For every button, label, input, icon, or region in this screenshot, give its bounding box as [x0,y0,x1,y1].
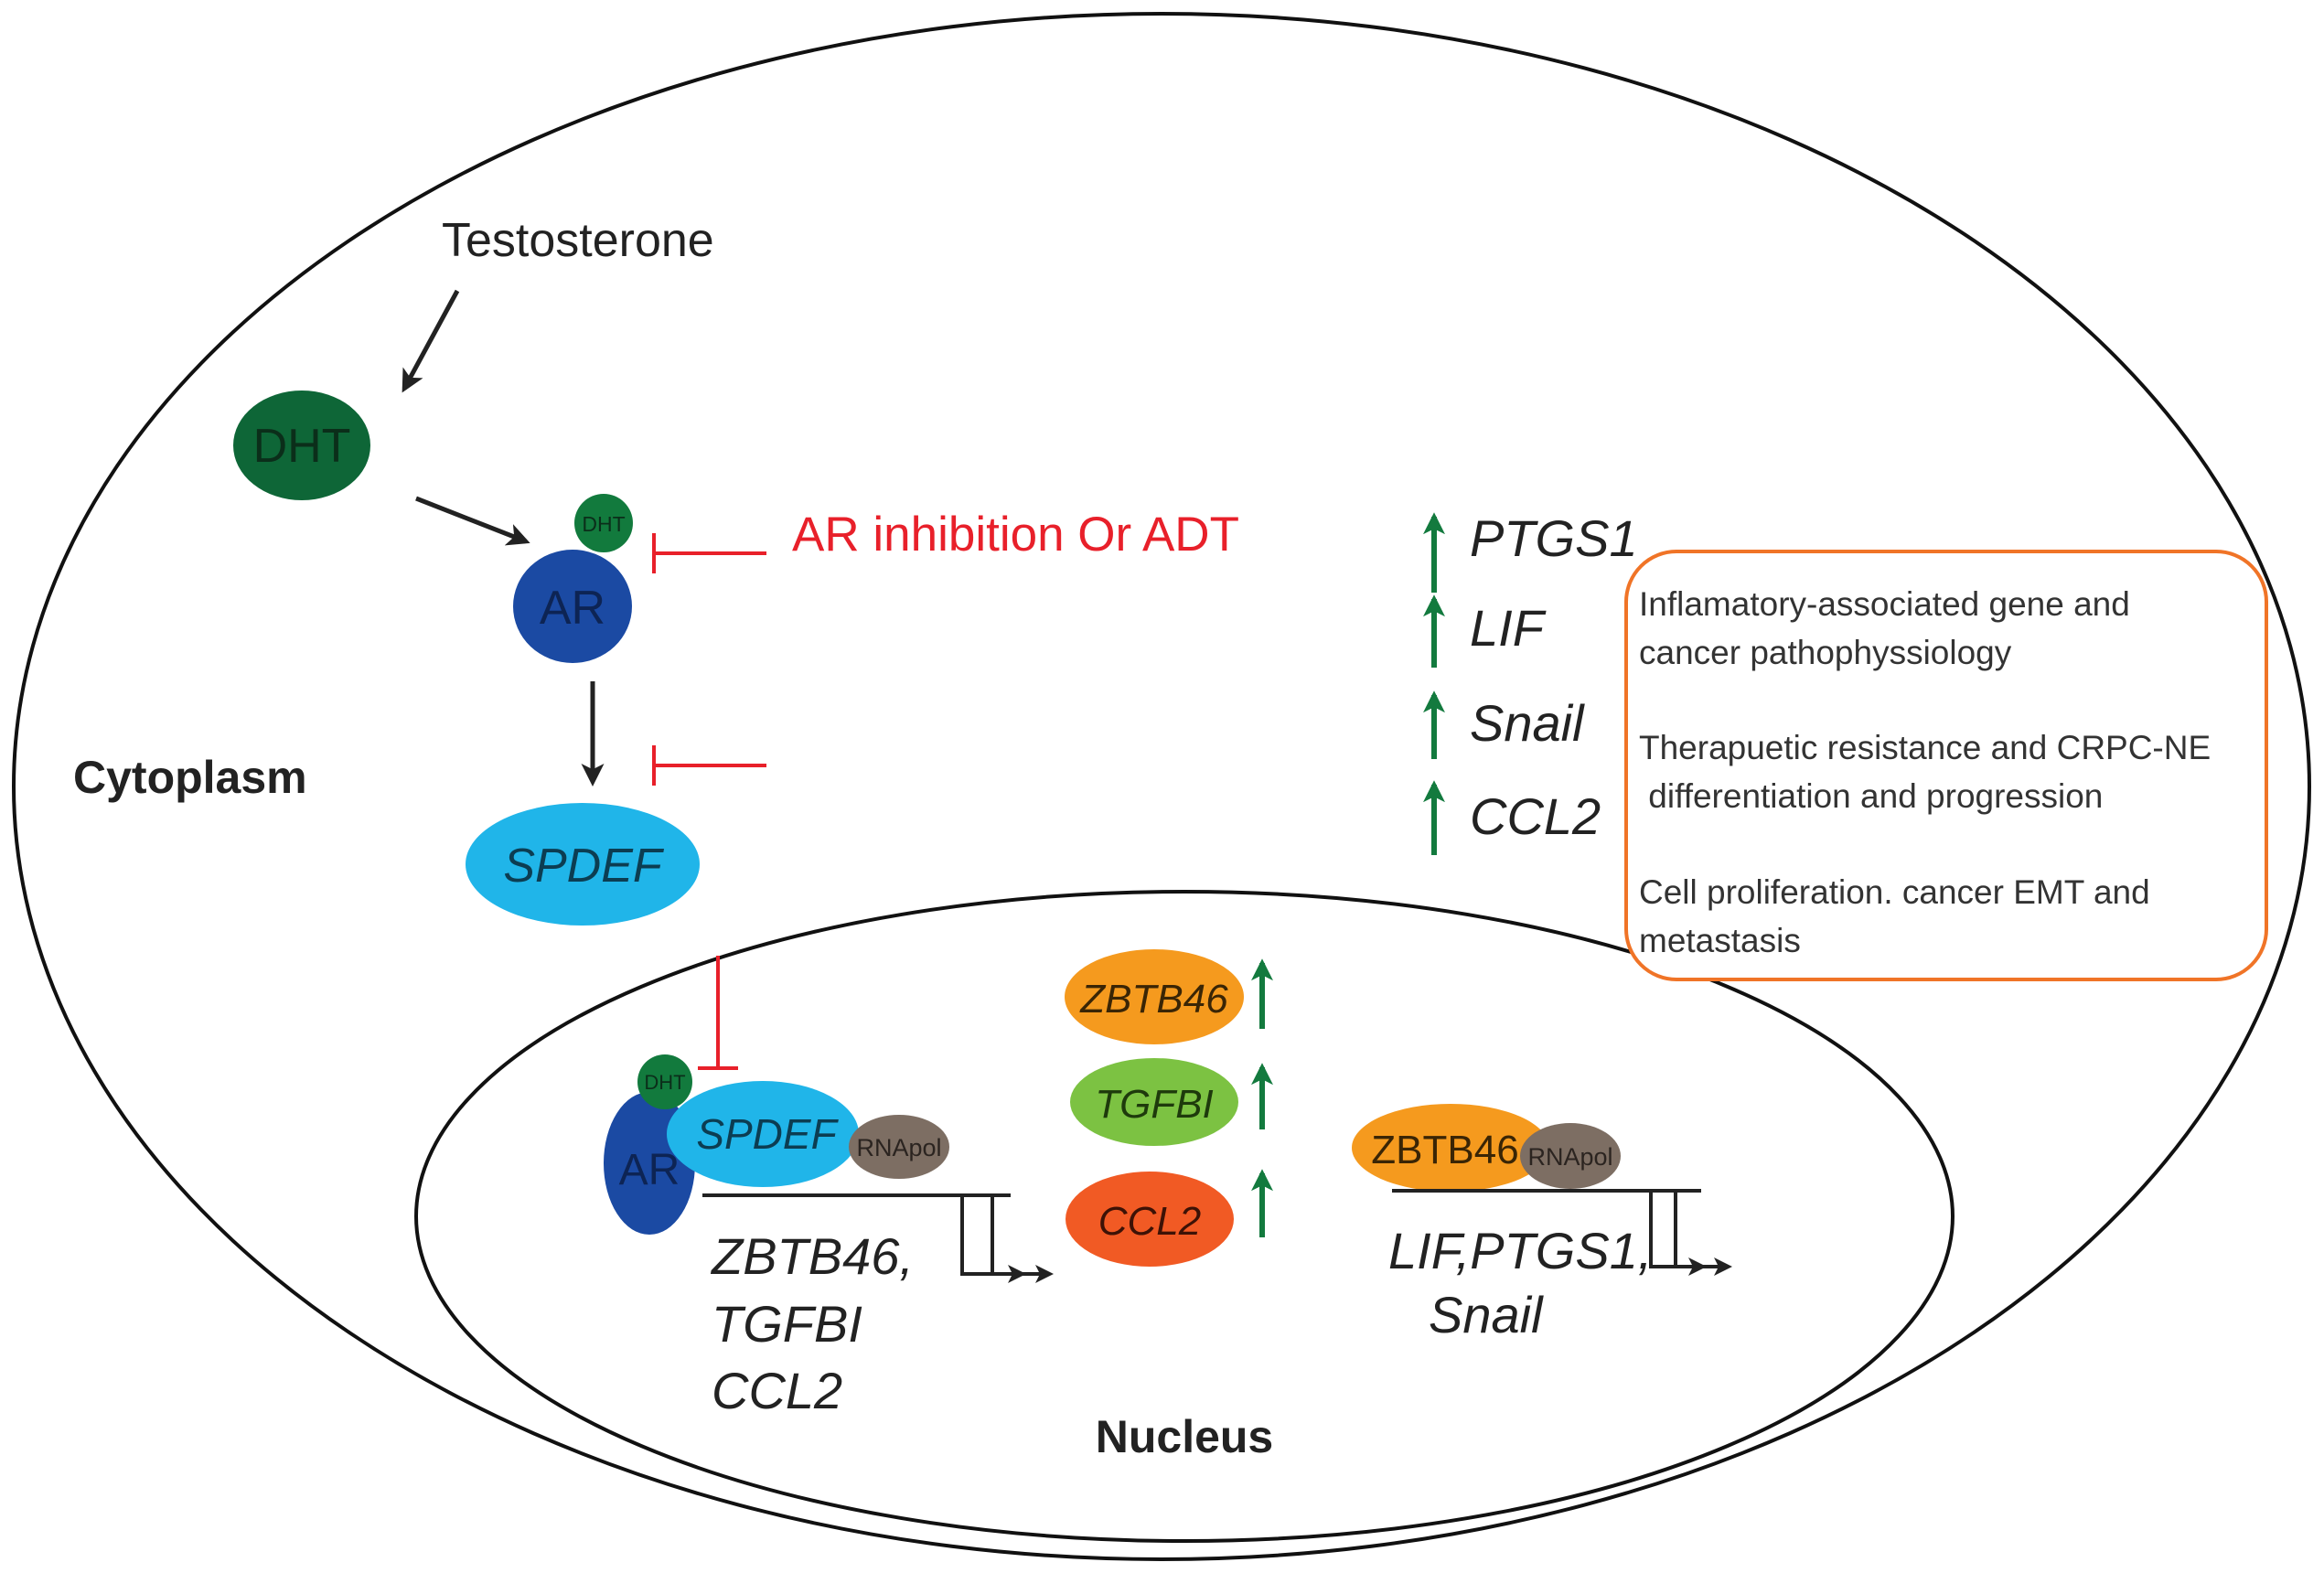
zbtb46-node [1065,949,1244,1044]
ar-inhibition-label: AR inhibition Or ADT [792,508,1239,562]
dht-bound-label: DHT [582,512,625,536]
outcome-therapeutic-resistance: Therapuetic resistance and CRPC-NE diffe… [1639,729,2211,815]
left-target-genes: ZBTB46, TGFBI CCL2 [710,1227,914,1419]
gene-label: CCL2 [1470,787,1601,845]
outcome-proliferation: Cell proliferation. cancer EMT and metas… [1639,873,2150,959]
outcome-line: Therapuetic resistance and CRPC-NE [1639,729,2211,766]
spdef-node [466,803,700,926]
ar-inhibition-t-bar [652,533,766,573]
testosterone-label: Testosterone [442,214,714,267]
transcription-start-arrow-icon [960,1195,1054,1283]
ccl2-label: CCL2 [1098,1199,1202,1244]
tgfbi-label: TGFBI [1095,1082,1214,1127]
gene-label: Snail [1470,694,1585,752]
ar-label: AR [540,582,605,635]
dht-to-ar-arrow [415,496,530,546]
right-target-genes: LIF,PTGS1, Snail [1388,1222,1652,1343]
testosterone-to-dht-arrow [402,289,460,393]
rnapol-left-label: RNApol [856,1134,941,1161]
rnapol-right-node [1520,1123,1621,1189]
outcome-line: differentiation and progression [1639,777,2103,815]
nuclear-ar-spdef-complex: AR DHT SPDEF RNApol [604,1054,949,1235]
target-gene-label: CCL2 [712,1362,842,1419]
target-gene-label: TGFBI [712,1295,862,1353]
dht-nuclear-node [637,1054,692,1109]
cytoplasm-label: Cytoplasm [73,752,307,803]
outcome-box [1624,550,2268,981]
upregulated-gene-lif: LIF [1423,594,1547,668]
ccl2-node [1066,1172,1234,1267]
transcription-start-arrow-icon [1649,1191,1732,1276]
nuclear-inhibition-t-bar [698,956,738,1070]
gene-label: PTGS1 [1470,509,1638,567]
nucleus-label: Nucleus [1096,1411,1274,1462]
outcome-line: Cell proliferation. cancer EMT and [1639,873,2150,911]
ar-nuclear-label: AR [619,1146,680,1194]
right-zbtb46-complex: ZBTB46 RNApol [1352,1104,1621,1192]
upregulated-gene-ptgs1: PTGS1 [1423,509,1638,593]
nuclear-gene-tgfbi: TGFBI [1070,1058,1273,1146]
spdef-nuclear-label: SPDEF [696,1110,839,1158]
spdef-nuclear-node [667,1081,859,1187]
ar-node [513,550,632,663]
dht-nuclear-label: DHT [644,1071,685,1094]
left-promoter-dna [702,1193,1054,1283]
target-gene-label: LIF,PTGS1, [1388,1222,1652,1279]
upregulated-gene-snail: Snail [1423,690,1585,759]
outcome-inflammation: Inflamatory-associated gene and cancer p… [1639,585,2130,671]
tgfbi-node [1070,1058,1238,1146]
outcome-line: cancer pathophyssiology [1639,634,2012,671]
upregulated-gene-ccl2: CCL2 [1423,780,1601,855]
outcome-line: Inflamatory-associated gene and [1639,585,2130,623]
rnapol-left-node [849,1115,949,1179]
nuclear-gene-ccl2: CCL2 [1066,1169,1273,1267]
zbtb46-bound-node [1352,1104,1549,1192]
spdef-label: SPDEF [503,840,665,893]
right-promoter-dna [1392,1189,1732,1276]
dht-node [233,391,370,500]
dht-label: DHT [253,420,351,473]
upregulated-gene-list: PTGS1 LIF Snail CCL2 [1423,509,1638,855]
outcome-line: metastasis [1639,922,1801,959]
zbtb46-label: ZBTB46 [1079,977,1228,1022]
target-gene-label: ZBTB46, [710,1227,914,1285]
target-gene-label: Snail [1429,1286,1544,1343]
spdef-inhibition-t-bar [652,745,766,786]
nuclear-gene-zbtb46: ZBTB46 [1065,949,1273,1044]
dht-bound-node [574,494,633,552]
zbtb46-bound-label: ZBTB46 [1371,1128,1518,1172]
rnapol-right-label: RNApol [1527,1143,1612,1171]
nuclear-upregulated-genes: ZBTB46 TGFBI CCL2 [1065,949,1273,1267]
gene-label: LIF [1470,599,1547,657]
